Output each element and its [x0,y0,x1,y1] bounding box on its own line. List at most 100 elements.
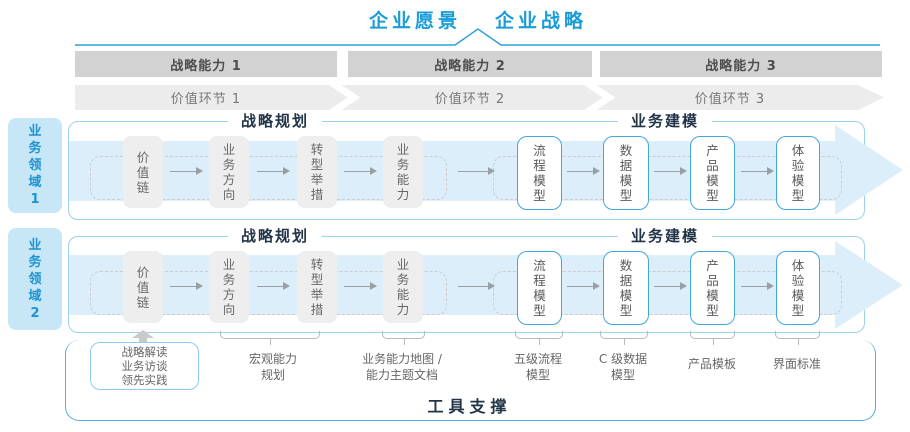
annotation-line: 界面标准 [772,357,822,371]
strategy-title: 企业战略 [495,10,588,32]
planning-header-2: 战略规划 [227,226,323,246]
box-data-model: 数据模型 [603,251,649,325]
value-chain-band-icon [75,85,884,110]
box-product-model-label: 产品模型 [706,143,719,203]
box-business-direction-label: 业务方向 [222,257,236,317]
annotation-process-model: 五级流程 模型 [514,351,562,383]
annotation-ui-standard: 界面标准 [773,356,821,372]
box-transformation-initiatives-label: 转型举措 [310,257,324,317]
box-data-model-label: 数据模型 [619,143,633,203]
bracket-connector-icon [775,331,820,345]
arrow-right-icon [257,167,290,175]
vision-title: 企业愿景 [368,10,461,32]
practice-annotation-box: 战略解读 业务访谈 领先实践 [90,342,199,390]
box-data-model-label: 数据模型 [619,258,633,318]
arrow-right-icon [344,282,377,290]
arrow-right-icon [257,282,290,290]
modeling-header-1: 业务建模 [617,111,713,131]
modeling-dashed-group [493,271,842,315]
annotation-line: 产品模板 [687,357,737,371]
value-chain-2: 价值环节 2 [434,92,506,107]
box-business-direction: 业务方向 [209,251,249,323]
arrow-right-icon [458,167,495,175]
annotation-line: 宏观能力 [248,352,298,366]
arrow-up-stem [139,338,147,343]
arrow-right-icon [567,167,600,175]
box-value-chain-label: 价值链 [136,264,150,310]
modeling-header-2: 业务建模 [617,226,713,246]
box-experience-model: 体验模型 [776,251,820,325]
arrow-up-icon [132,330,154,338]
box-process-model: 流程模型 [517,136,562,210]
box-product-model: 产品模型 [690,136,735,210]
box-process-model-label: 流程模型 [533,143,546,203]
capability-bar-1-label: 战略能力 1 [170,58,242,74]
box-business-direction: 业务方向 [209,136,249,208]
annotation-capability-map: 业务能力地图 / 能力主题文档 [362,351,442,383]
box-business-capability-label: 业务能力 [396,257,410,317]
annotation-macro-capability: 宏观能力 规划 [249,351,297,383]
box-value-chain: 价值链 [123,136,163,208]
capability-bar-3: 战略能力 3 [600,51,882,77]
arrow-right-icon [741,167,774,175]
box-product-model: 产品模型 [690,251,735,325]
arrow-right-icon [654,282,687,290]
arrow-right-icon [458,282,495,290]
capability-bar-2-label: 战略能力 2 [434,58,506,74]
box-business-capability: 业务能力 [383,251,423,323]
planning-dashed-group [90,271,447,315]
arrow-right-icon [170,282,203,290]
box-business-capability: 业务能力 [383,136,423,208]
arrow-right-icon [741,282,774,290]
box-process-model-label: 流程模型 [533,258,546,318]
capability-bar-2: 战略能力 2 [348,51,592,77]
box-experience-model: 体验模型 [776,136,820,210]
roof-line-icon [75,28,880,46]
box-value-chain: 价值链 [123,251,163,323]
box-experience-model-label: 体验模型 [791,143,805,203]
box-business-capability-label: 业务能力 [396,142,410,202]
arrow-right-icon [567,282,600,290]
capability-bar-1: 战略能力 1 [75,51,337,77]
arrow-right-icon [654,167,687,175]
box-business-direction-label: 业务方向 [222,142,236,202]
annotation-line: C 级数据 [598,352,648,366]
practice-line-2: 业务访谈 [121,359,168,373]
planning-header-1: 战略规划 [227,111,323,131]
modeling-dashed-group [493,156,842,200]
domain-label-1: 业务领域 1 [8,118,62,213]
box-process-model: 流程模型 [517,251,562,325]
annotation-line: 规划 [260,368,286,382]
annotation-line: 能力主题文档 [365,368,439,382]
arrow-right-icon [170,167,203,175]
annotation-line: 模型 [610,368,636,382]
box-data-model: 数据模型 [603,136,649,210]
bracket-connector-icon [515,331,563,345]
arrow-right-icon [344,167,377,175]
bracket-connector-icon [690,331,735,345]
annotation-line: 业务能力地图 / [362,352,442,366]
box-product-model-label: 产品模型 [706,258,719,318]
practice-line-3: 领先实践 [121,373,168,387]
practice-line-1: 战略解读 [121,345,168,359]
bracket-connector-icon [220,331,320,345]
domain-label-2: 业务领域 2 [8,228,62,330]
box-transformation-initiatives-label: 转型举措 [310,142,324,202]
annotation-product-template: 产品模板 [688,356,736,372]
domain-label-1-text: 业务领域 1 [28,124,42,207]
tool-support-container [65,340,876,421]
bracket-connector-icon [382,331,425,345]
box-transformation-initiatives: 转型举措 [297,251,337,323]
annotation-data-model: C 级数据 模型 [599,351,647,383]
value-chain-3: 价值环节 3 [694,92,766,107]
annotation-line: 模型 [525,368,551,382]
planning-dashed-group [90,156,447,200]
box-value-chain-label: 价值链 [136,149,150,195]
box-experience-model-label: 体验模型 [791,258,805,318]
box-transformation-initiatives: 转型举措 [297,136,337,208]
tool-support-label: 工具支撑 [427,397,512,416]
bracket-connector-icon [600,331,648,345]
annotation-line: 五级流程 [513,352,563,366]
capability-bar-3-label: 战略能力 3 [705,58,777,74]
